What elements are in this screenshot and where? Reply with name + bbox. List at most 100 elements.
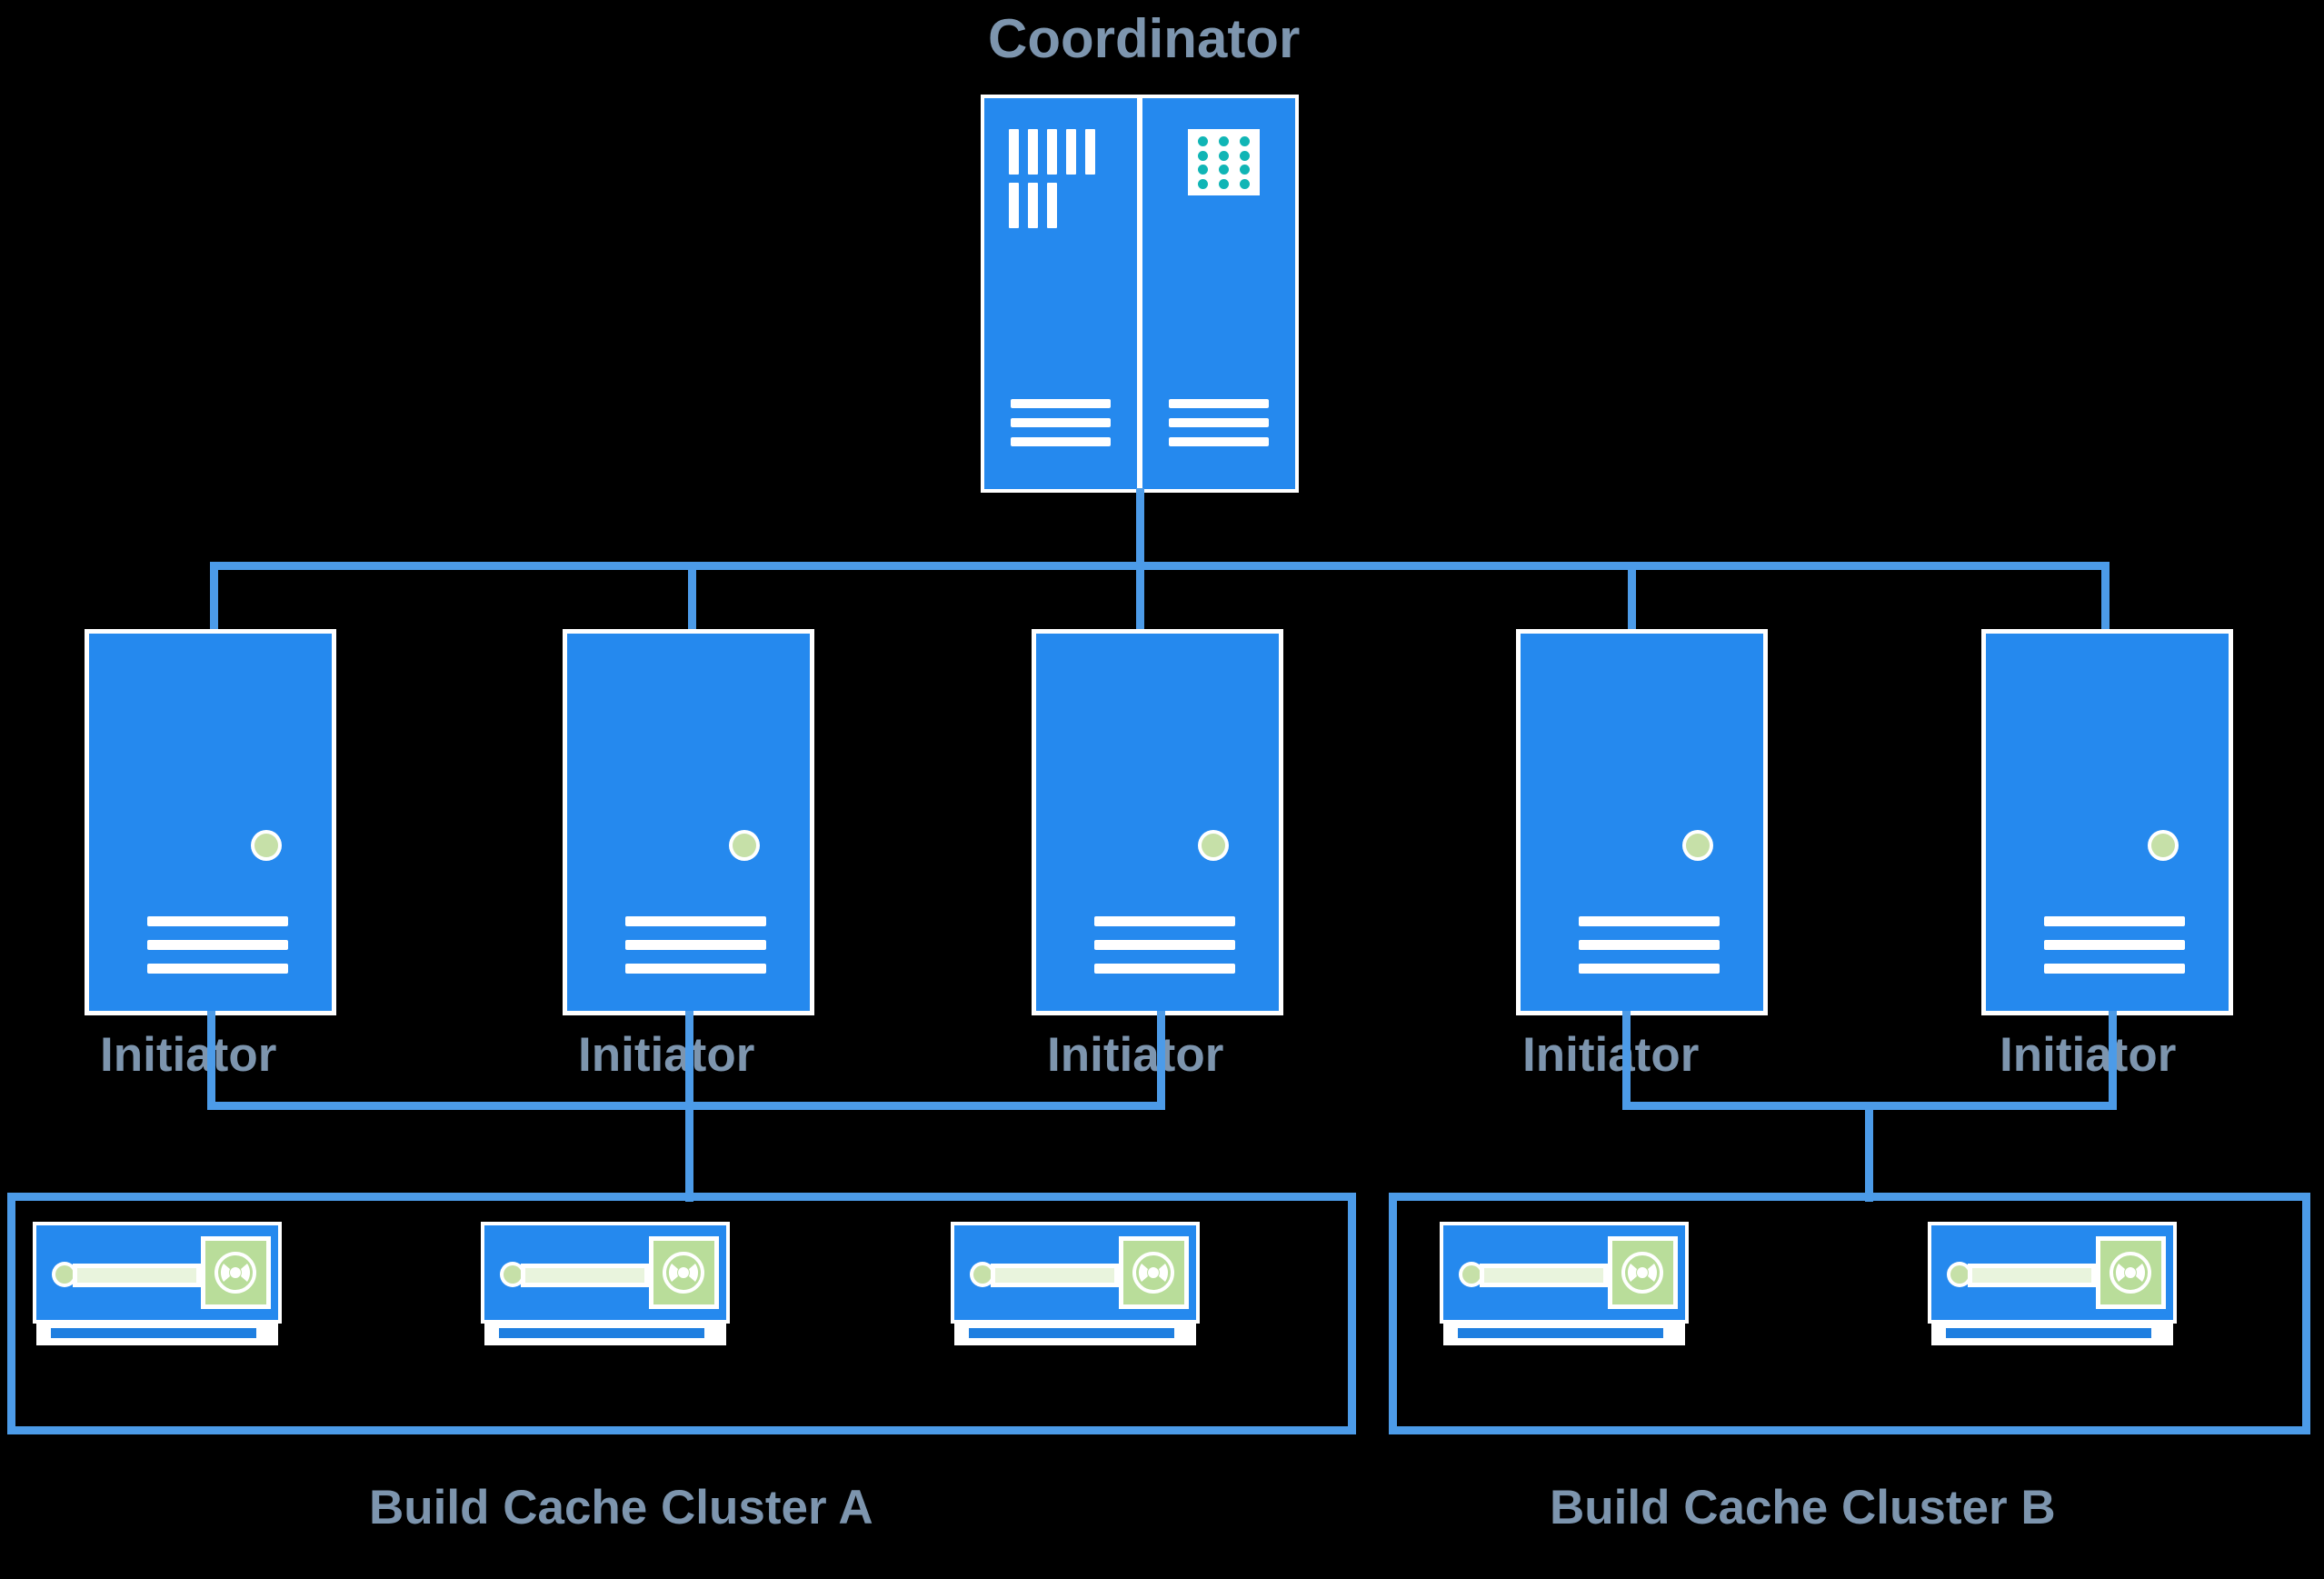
- status-line: [147, 963, 288, 974]
- status-line: [1579, 915, 1720, 926]
- initiator-label-1: Initiator: [100, 1028, 277, 1082]
- initiator-server-5[interactable]: [1986, 634, 2229, 1011]
- status-line: [1010, 436, 1112, 446]
- status-line: [1010, 398, 1112, 408]
- status-line: [1010, 417, 1112, 427]
- ram-bars-icon: [1008, 129, 1101, 229]
- base-bar: [1945, 1328, 2152, 1338]
- status-led-icon: [973, 1264, 992, 1284]
- build-cache-cluster-a-box[interactable]: [7, 1193, 1356, 1434]
- status-line: [1579, 963, 1720, 974]
- cpu-grid-icon: [1188, 129, 1261, 196]
- connector-cluster-a-drop: [685, 1102, 693, 1202]
- build-cache-cluster-b-label: Build Cache Cluster B: [1550, 1481, 2056, 1534]
- grid-dot: [1198, 179, 1209, 190]
- ram-bar: [1084, 129, 1095, 175]
- capacity-bar: [1972, 1267, 2091, 1283]
- connector-to-initiator-1: [210, 562, 218, 644]
- ram-bar: [1027, 183, 1038, 229]
- grid-dot: [1240, 179, 1251, 190]
- connector-coordinator-down: [1136, 488, 1144, 565]
- cache-device-body: [1931, 1225, 2173, 1320]
- coordinator-left-panel: [984, 98, 1137, 489]
- initiator-label-3: Initiator: [1047, 1028, 1224, 1082]
- cache-device-b-1[interactable]: [1443, 1225, 1685, 1345]
- connector-to-initiator-4: [1628, 562, 1636, 644]
- status-led-icon: [733, 833, 757, 857]
- coordinator-server-rack[interactable]: [984, 98, 1295, 489]
- grid-dot: [1219, 150, 1230, 161]
- cache-device-body: [1443, 1225, 1685, 1320]
- ram-bar: [1065, 129, 1076, 175]
- status-line: [1168, 436, 1270, 446]
- base-bar: [968, 1328, 1175, 1338]
- status-line: [625, 939, 766, 950]
- status-led-icon: [254, 833, 279, 857]
- initiator-label-2: Initiator: [578, 1028, 755, 1082]
- ram-bar: [1008, 183, 1019, 229]
- build-cache-cluster-b-box[interactable]: [1389, 1193, 2310, 1434]
- coordinator-label: Coordinator: [988, 8, 1301, 69]
- status-line: [147, 915, 288, 926]
- ram-bar: [1046, 129, 1057, 175]
- initiator-status-lines: [2044, 915, 2185, 974]
- status-led-icon: [504, 1264, 523, 1284]
- grid-dot: [1198, 150, 1209, 161]
- base-bar: [1457, 1328, 1664, 1338]
- initiator-server-4[interactable]: [1521, 634, 1763, 1011]
- status-line: [1168, 417, 1270, 427]
- connector-to-initiator-2: [688, 562, 696, 644]
- grid-dot: [1219, 179, 1230, 190]
- status-led-icon: [2151, 833, 2176, 857]
- ram-bar: [1008, 129, 1019, 175]
- cache-device-base: [1931, 1320, 2173, 1345]
- connector-to-initiator-3: [1136, 562, 1144, 644]
- connector-initiator-bus: [210, 562, 2110, 570]
- grid-dot: [1219, 135, 1230, 146]
- status-led-icon: [1462, 1264, 1481, 1284]
- cache-device-a-1[interactable]: [36, 1225, 278, 1345]
- initiator-status-lines: [147, 915, 288, 974]
- ram-bar: [1046, 183, 1057, 229]
- status-line: [1579, 939, 1720, 950]
- status-line: [1094, 939, 1235, 950]
- cache-device-a-3[interactable]: [954, 1225, 1196, 1345]
- base-bar: [498, 1328, 705, 1338]
- base-bar: [50, 1328, 257, 1338]
- initiator-server-1[interactable]: [89, 634, 332, 1011]
- status-line: [2044, 915, 2185, 926]
- capacity-bar: [77, 1267, 196, 1283]
- grid-dot: [1219, 165, 1230, 175]
- initiator-server-2[interactable]: [567, 634, 810, 1011]
- connector-initiator-5-down: [2109, 1011, 2117, 1109]
- cache-device-b-2[interactable]: [1931, 1225, 2173, 1345]
- initiator-label-5: Initiator: [2000, 1028, 2177, 1082]
- grid-dot: [1240, 150, 1251, 161]
- ram-bar: [1027, 129, 1038, 175]
- status-line: [1168, 398, 1270, 408]
- coordinator-left-status-lines: [1010, 398, 1112, 446]
- disk-drive-icon: [1612, 1240, 1673, 1305]
- status-led-icon: [1686, 833, 1711, 857]
- grid-dot: [1240, 135, 1251, 146]
- status-line: [625, 963, 766, 974]
- coordinator-right-panel: [1142, 98, 1295, 489]
- cache-device-body: [954, 1225, 1196, 1320]
- connector-initiator-1-down: [207, 1011, 215, 1109]
- grid-dot: [1198, 165, 1209, 175]
- connector-initiator-3-down: [1157, 1011, 1165, 1109]
- initiator-label-4: Initiator: [1522, 1028, 1700, 1082]
- connector-to-initiator-5: [2101, 562, 2110, 644]
- disk-drive-icon: [2100, 1240, 2161, 1305]
- status-line: [1094, 963, 1235, 974]
- cache-device-a-2[interactable]: [484, 1225, 726, 1345]
- cache-device-body: [36, 1225, 278, 1320]
- grid-dot: [1198, 135, 1209, 146]
- capacity-bar: [525, 1267, 644, 1283]
- capacity-bar: [995, 1267, 1114, 1283]
- initiator-server-3[interactable]: [1036, 634, 1279, 1011]
- initiator-status-lines: [1579, 915, 1720, 974]
- cache-device-body: [484, 1225, 726, 1320]
- capacity-bar: [1484, 1267, 1603, 1283]
- status-line: [2044, 963, 2185, 974]
